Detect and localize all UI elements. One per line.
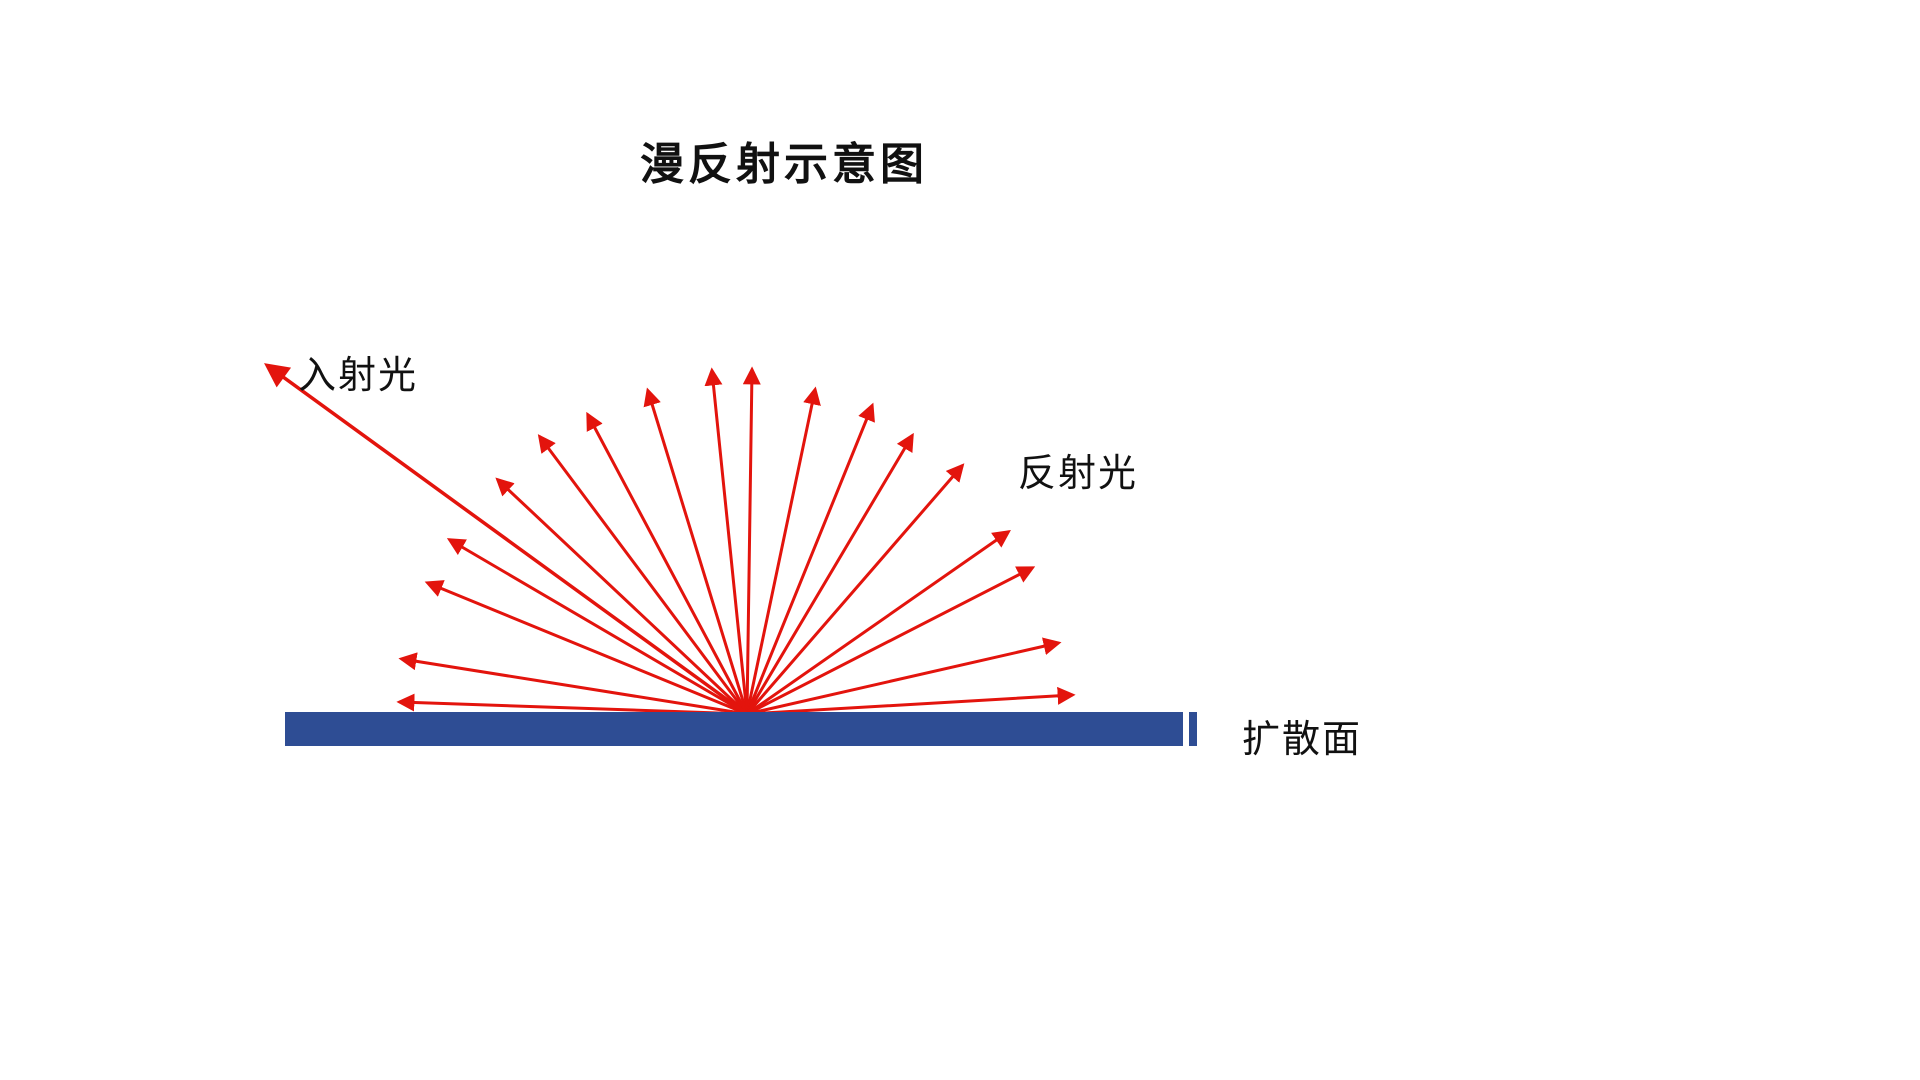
reflected-ray [586, 411, 749, 716]
reflected-ray [745, 637, 1062, 716]
reflected-ray [745, 463, 965, 716]
reflected-ray [704, 367, 749, 716]
surface-notch [1183, 712, 1189, 746]
reflected-ray [495, 477, 749, 716]
reflected-ray [745, 686, 1076, 716]
reflected-ray [446, 538, 749, 716]
diagram-title: 漫反射示意图 [640, 140, 928, 189]
reflected-ray [745, 529, 1011, 716]
reflected-ray [745, 566, 1036, 716]
reflected-ray [643, 387, 749, 716]
reflected-light-label: 反射光 [1018, 453, 1139, 495]
reflected-ray [745, 402, 875, 716]
incident-light-label: 入射光 [298, 355, 419, 397]
reflected-ray [742, 366, 761, 716]
reflected-ray [745, 386, 821, 716]
diffuse-surface [285, 712, 1197, 746]
reflected-ray [424, 580, 749, 716]
reflected-ray [398, 652, 749, 716]
reflected-ray [745, 432, 914, 716]
incident-ray [264, 363, 749, 716]
rays-group [264, 363, 1076, 716]
reflected-ray [537, 434, 749, 716]
diffuse-surface-label: 扩散面 [1242, 719, 1363, 761]
